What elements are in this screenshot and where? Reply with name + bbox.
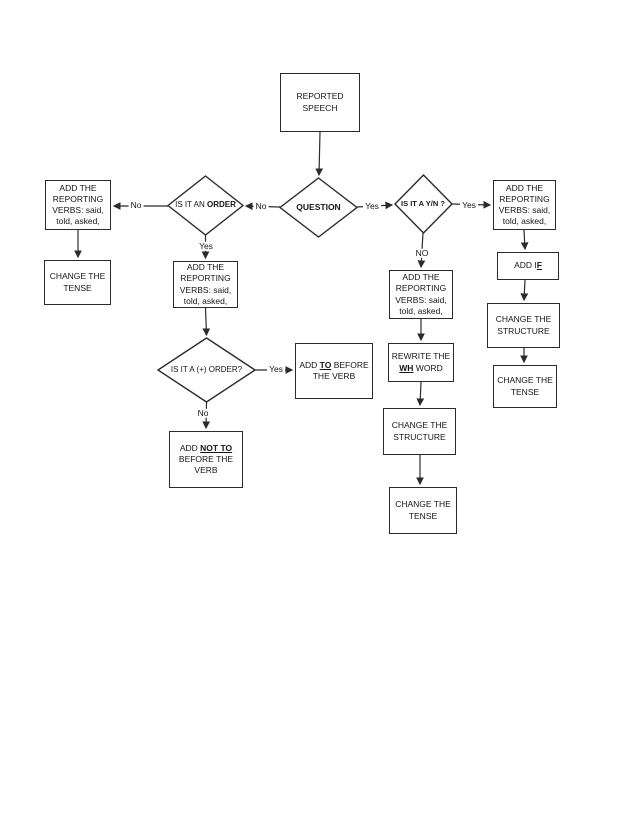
node-change-tense-yn: CHANGE THE TENSE (493, 365, 557, 408)
decision-plus-order-shape (156, 337, 257, 403)
node-add-to-before-verb: ADD TO BEFORE THE VERB (295, 343, 373, 399)
node-add-reporting-verbs-yn-label: ADD THE REPORTING VERBS: said, told, ask… (498, 182, 551, 227)
node-add-not-to-before-verb: ADD NOT TO BEFORE THE VERB (169, 431, 243, 488)
node-change-structure-yn: CHANGE THE STRUCTURE (487, 303, 560, 348)
node-change-tense-left: CHANGE THE TENSE (44, 260, 111, 305)
node-change-structure-yn-label: CHANGE THE STRUCTURE (495, 314, 552, 336)
node-add-if-label: ADD IF (514, 260, 542, 271)
node-reported-speech: REPORTED SPEECH (280, 73, 360, 132)
edge-label-plus-order-no: No (195, 407, 211, 418)
node-add-reporting-verbs-left-label: ADD THE REPORTING VERBS: said, told, ask… (52, 182, 104, 227)
decision-order-shape (166, 175, 245, 236)
edge-label-yn-yes: Yes (460, 199, 478, 210)
node-change-structure-wh: CHANGE THE STRUCTURE (383, 408, 456, 455)
node-add-reporting-verbs-order: ADD THE REPORTING VERBS: said, told, ask… (173, 261, 238, 308)
edge-label-plus-order-yes: Yes (267, 363, 285, 374)
decision-yn-shape (394, 174, 453, 234)
node-change-tense-wh: CHANGE THE TENSE (389, 487, 457, 534)
edge-label-order-yes: Yes (197, 240, 215, 251)
node-reported-speech-label: REPORTED SPEECH (296, 91, 344, 113)
node-add-reporting-verbs-yn: ADD THE REPORTING VERBS: said, told, ask… (493, 180, 556, 230)
node-add-reporting-verbs-order-label: ADD THE REPORTING VERBS: said, told, ask… (179, 262, 232, 306)
edge-label-question-no: No (253, 200, 269, 211)
node-change-tense-yn-label: CHANGE THE TENSE (497, 375, 553, 397)
node-add-if: ADD IF (497, 252, 559, 280)
node-add-to-before-verb-label: ADD TO BEFORE THE VERB (299, 359, 369, 381)
node-add-not-to-before-verb-label: ADD NOT TO BEFORE THE VERB (178, 442, 234, 476)
node-add-reporting-verbs-wh-label: ADD THE REPORTING VERBS: said, told, ask… (395, 272, 447, 316)
edge-label-order-no: No (128, 199, 144, 210)
node-add-reporting-verbs-left: ADD THE REPORTING VERBS: said, told, ask… (45, 180, 111, 230)
node-change-tense-left-label: CHANGE THE TENSE (49, 271, 106, 293)
decision-question-shape (278, 177, 359, 238)
node-change-structure-wh-label: CHANGE THE STRUCTURE (391, 420, 448, 442)
node-add-reporting-verbs-wh: ADD THE REPORTING VERBS: said, told, ask… (389, 270, 453, 319)
node-change-tense-wh-label: CHANGE THE TENSE (395, 499, 451, 521)
edge-label-yn-no: NO (413, 247, 431, 258)
edge-label-question-yes: Yes (363, 200, 381, 211)
